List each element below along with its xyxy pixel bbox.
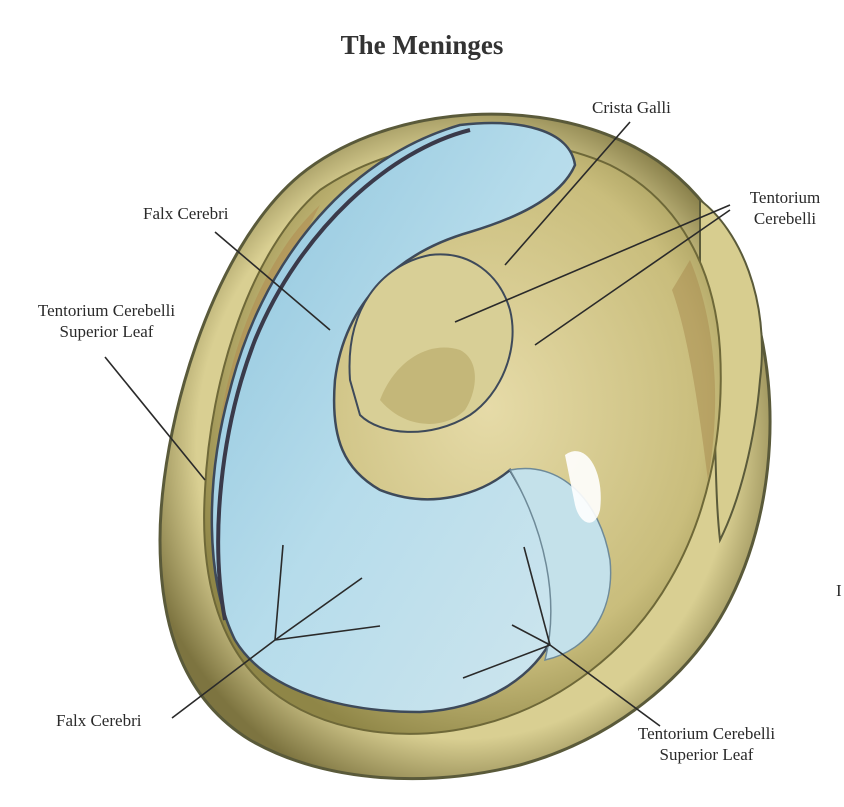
leader-falx-lower-c xyxy=(274,625,381,641)
label-crista-galli: Crista Galli xyxy=(592,98,671,117)
label-line: Tentorium Cerebelli xyxy=(637,724,776,743)
lateral-wall-shade-right xyxy=(672,260,716,480)
leader-tentorium-2 xyxy=(534,209,731,346)
label-line: Superior Leaf xyxy=(59,322,154,341)
leader-tent-right-c xyxy=(462,644,551,679)
leader-tent-right-b xyxy=(511,624,551,646)
label-line: Tentorium xyxy=(749,188,821,207)
label-line: Cerebelli xyxy=(753,209,817,228)
leader-lines xyxy=(104,121,731,727)
leader-tent-right-a xyxy=(523,546,551,646)
superior-sagittal-sinus xyxy=(216,128,471,621)
leader-tentorium-1 xyxy=(454,204,731,323)
brainstem-area xyxy=(380,347,475,424)
leader-falx-lower-main xyxy=(171,639,276,719)
label-tentorium-superior-leaf-right: Tentorium Cerebelli Superior Leaf xyxy=(614,723,799,765)
leader-falx-lower-a xyxy=(274,544,284,641)
leader-tent-left xyxy=(104,356,206,481)
label-line: Superior Leaf xyxy=(659,745,754,764)
label-tentorium-cerebelli: Tentorium Cerebelli xyxy=(735,187,835,229)
leader-falx-upper xyxy=(214,231,331,331)
label-tentorium-superior-leaf-left: Tentorium Cerebelli Superior Leaf xyxy=(14,300,199,342)
label-line: Tentorium Cerebelli xyxy=(37,301,176,320)
label-falx-cerebri-upper: Falx Cerebri xyxy=(143,204,229,223)
label-falx-cerebri-lower: Falx Cerebri xyxy=(56,711,142,730)
margin-mark: I xyxy=(836,581,842,600)
page-title: The Meninges xyxy=(340,30,504,60)
leader-crista-galli xyxy=(504,121,631,266)
leader-falx-lower-b xyxy=(274,577,363,641)
bone-highlight xyxy=(565,451,601,523)
leader-tent-right-main xyxy=(549,644,661,727)
